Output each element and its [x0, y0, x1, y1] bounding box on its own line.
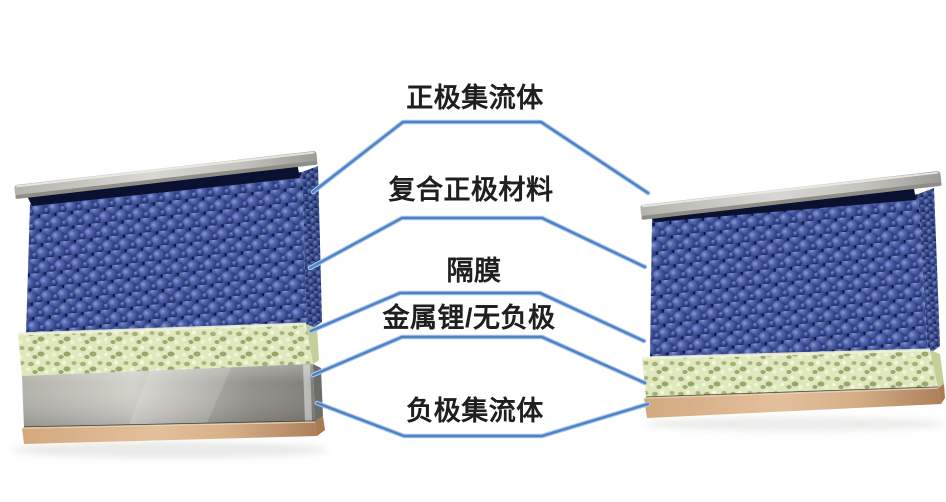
right-separator-foam-side	[930, 350, 944, 388]
left-copper-plate-side	[315, 416, 325, 436]
right-foam-top-highlight	[641, 348, 931, 360]
right-copper-top-highlight	[643, 387, 939, 399]
connector-separator	[309, 291, 646, 343]
connector-composite-cathode	[308, 216, 647, 270]
connector-anode-collector	[315, 401, 650, 438]
left-lithium-shading	[22, 364, 315, 428]
label-anode-current-collector: 负极集流体	[406, 396, 544, 426]
right-copper-plate-side	[938, 384, 945, 404]
connector-lines	[307, 119, 651, 439]
right-cathode-collector-plate	[640, 171, 942, 220]
label-composite-cathode-material: 复合正极材料	[388, 175, 554, 205]
right-battery-stack	[640, 171, 945, 431]
left-cathode-sphere-block	[26, 172, 307, 334]
right-stack-shadow	[645, 417, 945, 431]
label-cathode-current-collector: 正极集流体	[406, 83, 544, 113]
left-lithium-highlight	[128, 366, 232, 427]
left-cathode-sphere-block-side	[302, 166, 322, 332]
left-foam-top-highlight	[17, 322, 307, 336]
left-lithium-slab-side	[313, 364, 323, 422]
right-cathode-sphere-block-side	[918, 188, 940, 355]
connector-cathode-collector	[311, 120, 650, 195]
left-side-shading	[302, 166, 322, 332]
left-separator-foam	[18, 324, 313, 378]
connector-lithium-anode	[311, 335, 647, 385]
left-battery-stack	[12, 151, 328, 458]
right-cathode-sphere-block	[650, 194, 928, 357]
right-side-shading	[918, 188, 940, 355]
left-stack-shadow	[12, 442, 328, 458]
left-copper-top-highlight	[21, 421, 316, 429]
right-separator-foam	[642, 350, 938, 398]
left-lithium-edge-highlight	[303, 364, 312, 422]
left-copper-collector-plate	[22, 422, 317, 444]
label-separator: 隔膜	[446, 256, 502, 286]
left-separator-foam-side	[306, 324, 319, 364]
left-cathode-collector-plate	[14, 151, 318, 199]
connector-lines-inner	[308, 120, 650, 438]
label-lithium-metal-anode-free: 金属锂/无负极	[382, 303, 556, 333]
